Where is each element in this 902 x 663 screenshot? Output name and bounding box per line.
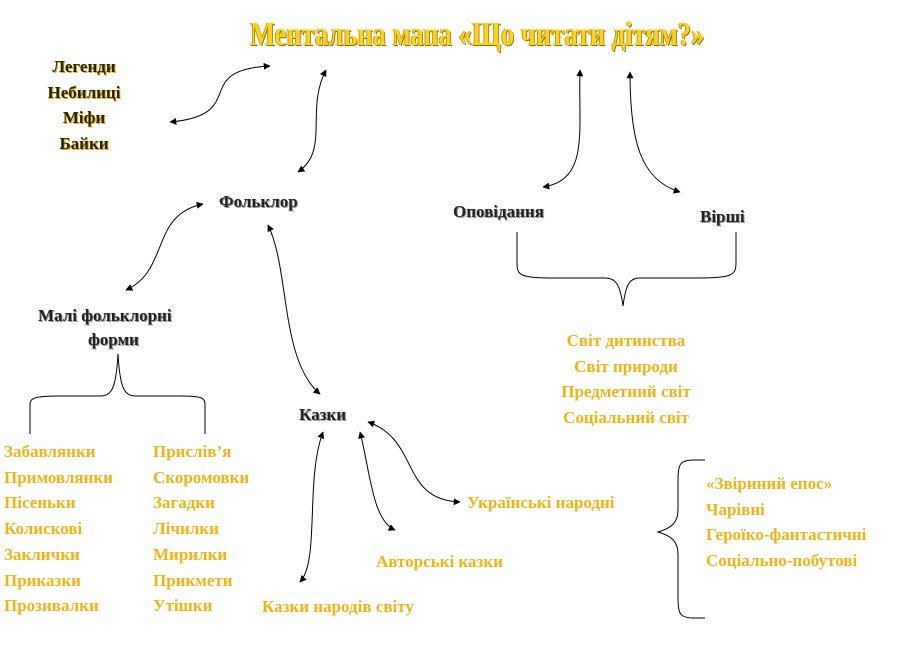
list-item: Прислів’я — [153, 442, 232, 461]
node-tales: Казки — [299, 405, 347, 424]
node-folklore: Фольклор — [219, 192, 298, 211]
arrow-title-folklore — [297, 69, 327, 173]
list-item: Мирилки — [153, 544, 228, 564]
tale-ukrainian: Українські народні — [467, 493, 615, 512]
arrow-tales-ukrainian — [367, 420, 461, 506]
ukrainian-types-list: «Звіриний епос» Чарівні Героїко-фантасти… — [706, 471, 902, 574]
small-forms-col1: Забавлянки Примовлянки Пісеньки Колисков… — [4, 439, 113, 619]
list-item: Соціальний світ — [563, 408, 689, 428]
map-title: Ментальна мапа «Що читати дітям?» — [250, 16, 705, 53]
arrow-tales-authors — [358, 431, 396, 531]
worlds-list: Світ дитинства Світ природи Предметний с… — [540, 328, 712, 431]
tale-authors: Авторські казки — [376, 552, 503, 571]
list-item: Міфи — [62, 108, 106, 127]
brace-stories-poems — [516, 232, 737, 307]
list-item: «Звіриний епос» — [706, 474, 833, 493]
list-item: Прикмети — [153, 570, 233, 590]
arrow-folklore-tales — [267, 224, 321, 395]
small-forms-col2: Прислів’я Скоромовки Загадки Лічилки Мир… — [153, 439, 249, 619]
arrow-title-legends — [169, 62, 271, 125]
list-item: Соціально-побутові — [706, 551, 858, 571]
list-item: Прозивалки — [4, 596, 99, 616]
top-left-list: Легенди Небилиці Міфи Байки — [38, 54, 130, 156]
list-item: Байки — [59, 133, 109, 153]
arrow-title-stories — [542, 69, 584, 190]
tale-world: Казки народів світу — [262, 597, 414, 616]
list-item: Чарівні — [706, 499, 765, 519]
list-item: Примовлянки — [4, 467, 113, 487]
list-item: Легенди — [52, 57, 116, 76]
list-item: Скоромовки — [153, 467, 250, 487]
list-item: Світ природи — [574, 356, 678, 376]
list-item: Заклички — [4, 544, 80, 564]
list-item: Світ дитинства — [566, 331, 686, 350]
node-poems: Вірші — [700, 207, 745, 226]
list-item: Лічилки — [153, 519, 219, 539]
list-item: Предметний світ — [561, 382, 691, 402]
brace-ukrainian-types — [656, 459, 705, 619]
list-item: Забавлянки — [4, 442, 96, 461]
brace-small-forms — [29, 353, 206, 434]
list-item: Небилиці — [47, 82, 121, 102]
arrow-folklore-smallforms — [125, 201, 204, 291]
arrow-title-poems — [626, 71, 681, 194]
node-small-forms-line1: Малі фольклорні — [38, 306, 172, 325]
list-item: Героїко-фантастичні — [706, 525, 867, 545]
node-small-forms-line2: форми — [88, 330, 139, 349]
list-item: Пісеньки — [4, 493, 76, 513]
arrow-tales-world — [299, 431, 325, 583]
list-item: Колискові — [4, 519, 83, 539]
list-item: Утішки — [153, 596, 213, 616]
list-item: Загадки — [153, 493, 215, 513]
node-stories: Оповідання — [453, 202, 544, 221]
list-item: Приказки — [4, 570, 81, 590]
